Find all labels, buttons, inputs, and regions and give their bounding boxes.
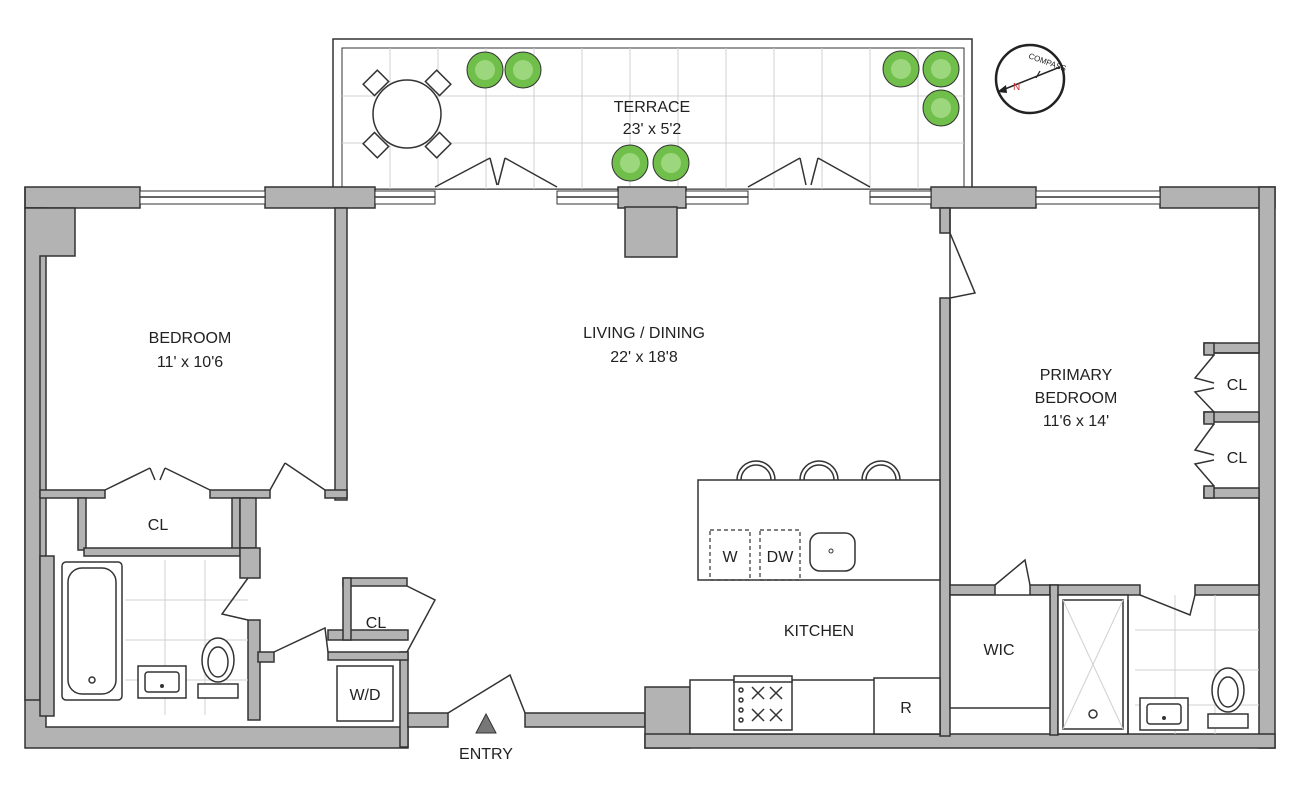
washer-label: W [722, 549, 738, 566]
walk-in-closet-label: WIC [983, 642, 1014, 659]
primary-bedroom: PRIMARY BEDROOM 11'6 x 14' CL CL WIC [949, 208, 1260, 709]
walk-in-closet [949, 594, 1051, 709]
shower-icon [1057, 594, 1129, 735]
living-dining: LIVING / DINING 22' x 18'8 [583, 232, 977, 366]
compass-icon: N COMPASS [994, 43, 1067, 115]
entry-arrow-icon [475, 712, 497, 734]
bathroom-1 [61, 560, 249, 715]
kitchen-name: KITCHEN [784, 623, 854, 640]
plant-icons [466, 50, 960, 182]
primary-name-line2: BEDROOM [1035, 390, 1118, 407]
washer-dryer-label: W/D [349, 687, 380, 704]
terrace-size: 23' x 5'2 [623, 121, 682, 138]
bedroom: BEDROOM 11' x 10'6 CL [104, 330, 326, 534]
living-name: LIVING / DINING [583, 325, 705, 342]
dishwasher-label: DW [767, 549, 795, 566]
kitchen: W DW KITCHEN R [689, 460, 941, 735]
primary-closet-1: CL [1227, 377, 1248, 394]
primary-closet-2: CL [1227, 450, 1248, 467]
bedroom-name: BEDROOM [149, 330, 232, 347]
compass-north: N [1013, 82, 1020, 93]
primary-name-line1: PRIMARY [1040, 367, 1113, 384]
dining-table-icon [362, 69, 452, 159]
terrace-doors [434, 157, 871, 188]
entry-label: ENTRY [459, 746, 513, 763]
washer-dryer-icon [336, 665, 394, 722]
exterior-walls [24, 186, 1276, 749]
bar-stool-icons [736, 460, 901, 481]
bathtub-icon [61, 561, 123, 701]
stove-icon [733, 675, 793, 731]
primary-toilet-icon [1207, 667, 1249, 729]
bedroom-size: 11' x 10'6 [157, 354, 223, 371]
entry-closet: CL [366, 615, 387, 632]
living-size: 22' x 18'8 [610, 349, 678, 366]
terrace: TERRACE 23' x 5'2 [332, 38, 973, 190]
primary-bathroom [1057, 594, 1259, 735]
bedroom-closet: CL [148, 517, 169, 534]
terrace-name: TERRACE [614, 99, 690, 116]
entry-hall: CL W/D [273, 585, 437, 722]
windows [139, 190, 1161, 205]
primary-size: 11'6 x 14' [1043, 413, 1109, 430]
toilet-icon [197, 637, 239, 699]
entry[interactable]: ENTRY [447, 673, 526, 763]
refrigerator-label: R [900, 700, 912, 717]
refrigerator-icon [873, 677, 941, 735]
